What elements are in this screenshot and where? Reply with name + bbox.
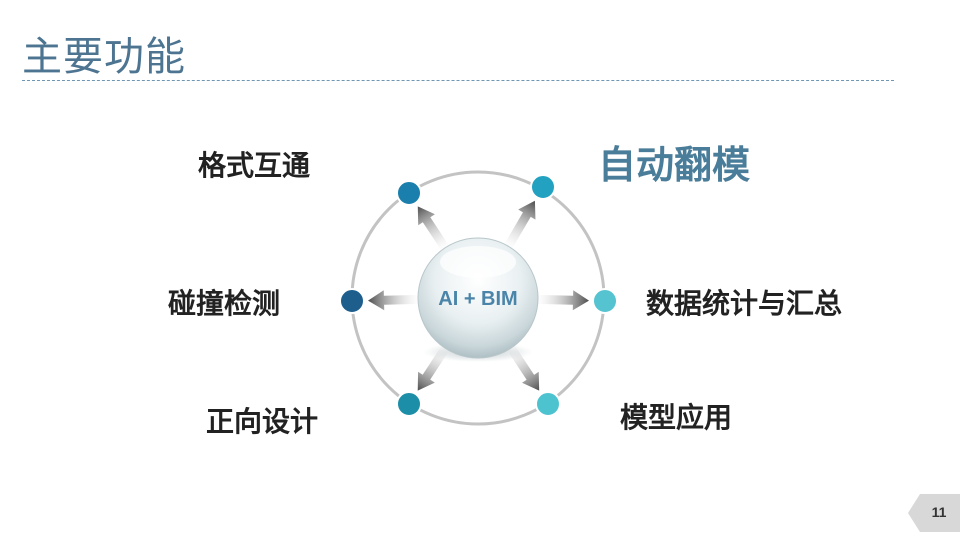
node-dot-forward: [396, 391, 422, 417]
center-label: AI + BIM: [438, 288, 517, 310]
arrow-auto: [503, 200, 536, 251]
feature-label-collision: 碰撞检测: [168, 287, 281, 320]
node-dot-stats: [592, 288, 618, 314]
node-dot-format: [396, 180, 422, 206]
arrow-format: [417, 206, 450, 253]
feature-label-model: 模型应用: [620, 401, 733, 434]
node-dot-collision: [339, 288, 365, 314]
center-highlight: [440, 246, 516, 278]
page-tab-shape: [908, 494, 960, 532]
node-dot-auto: [530, 174, 556, 200]
slide-title: 主要功能: [22, 34, 186, 80]
feature-label-stats: 数据统计与汇总: [646, 287, 843, 320]
feature-label-format: 格式互通: [198, 149, 311, 182]
nodes-group: [339, 174, 618, 417]
feature-label-auto: 自动翻模: [598, 143, 751, 187]
title-divider: [22, 80, 894, 81]
arrow-collision: [367, 290, 421, 311]
page-number: 11: [931, 504, 947, 520]
node-dot-model: [535, 391, 561, 417]
page-number-badge: 11: [908, 494, 960, 532]
arrow-stats: [535, 290, 590, 311]
feature-label-forward: 正向设计: [206, 405, 319, 438]
